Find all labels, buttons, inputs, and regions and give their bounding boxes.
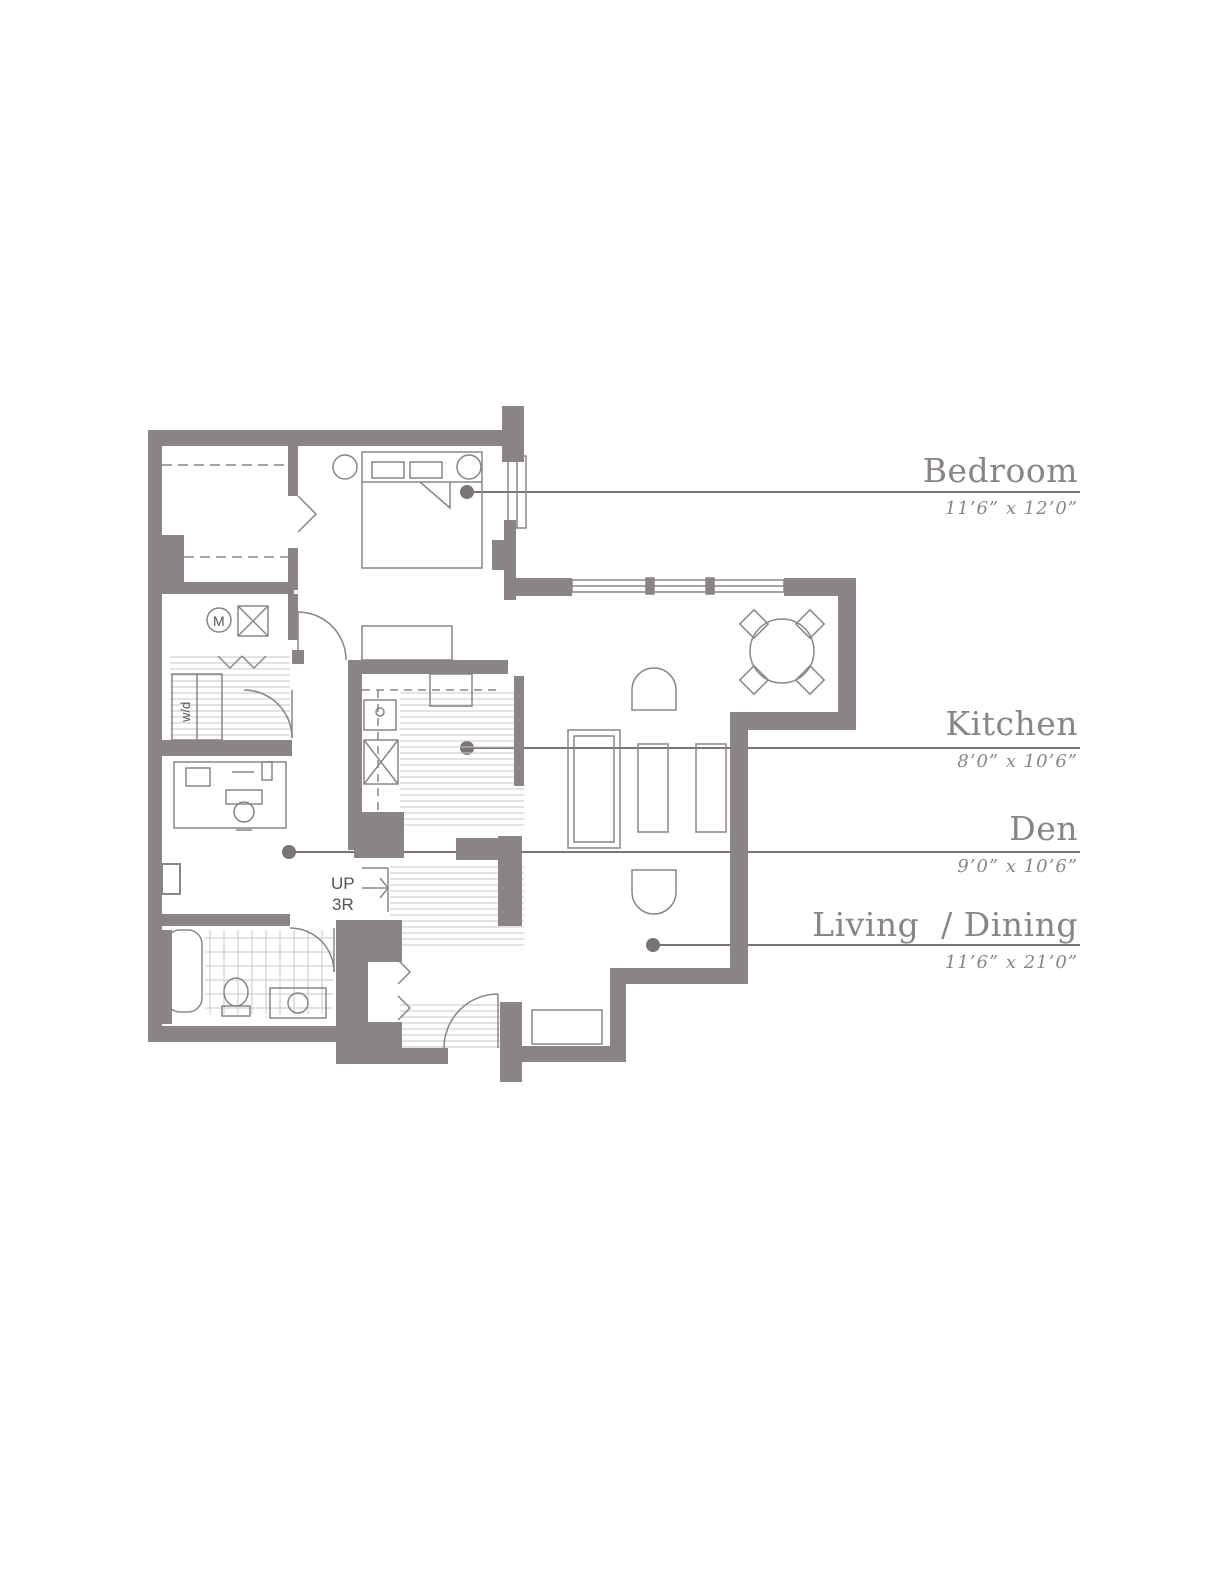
bedroom-leader-dot bbox=[460, 485, 474, 499]
living-dining-name: Living / Dining bbox=[812, 905, 1078, 944]
washer-dryer-label: w/d bbox=[178, 702, 193, 723]
windows bbox=[507, 455, 785, 595]
living-leader-dot bbox=[646, 938, 660, 952]
kitchen-name: Kitchen bbox=[945, 704, 1078, 743]
living-dining-label: Living / Dining 11’6” x 21’0” bbox=[812, 906, 1078, 974]
stair-up-label: UP bbox=[331, 874, 355, 893]
walls bbox=[148, 406, 856, 1082]
den-label: Den 9’0” x 10’6” bbox=[957, 810, 1078, 878]
bathroom-tile-floor bbox=[205, 930, 333, 1014]
living-dining-dimensions: 11’6” x 21’0” bbox=[944, 952, 1078, 973]
den-name: Den bbox=[1009, 809, 1078, 848]
furniture-and-fixtures bbox=[162, 451, 826, 1049]
den-dimensions: 9’0” x 10’6” bbox=[957, 856, 1078, 877]
stair-risers-label: 3R bbox=[332, 895, 354, 914]
den-leader-dot bbox=[282, 845, 296, 859]
bedroom-dimensions: 11’6” x 12’0” bbox=[944, 498, 1078, 519]
kitchen-label: Kitchen 8’0” x 10’6” bbox=[946, 705, 1079, 773]
mechanical-label: M bbox=[213, 613, 225, 629]
kitchen-dimensions: 8’0” x 10’6” bbox=[957, 751, 1078, 772]
bedroom-name: Bedroom bbox=[922, 451, 1078, 490]
bedroom-label: Bedroom 11’6” x 12’0” bbox=[923, 452, 1078, 520]
